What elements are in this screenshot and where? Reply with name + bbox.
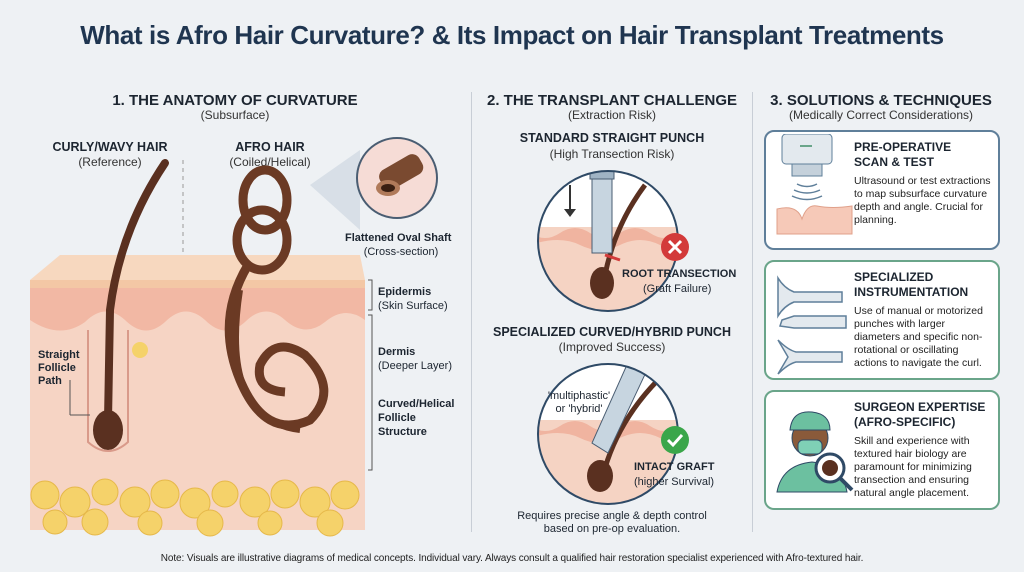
section2-heading: 2. THE TRANSPLANT CHALLENGE xyxy=(486,92,737,109)
fail-x-icon xyxy=(661,233,689,261)
standard-punch-subtitle: (High Transection Risk) xyxy=(549,147,675,161)
disclaimer-note: Note: Visuals are illustrative diagrams … xyxy=(160,553,864,564)
success-check-icon xyxy=(661,426,689,454)
section-divider xyxy=(752,92,753,532)
straight-line1: Straight xyxy=(38,349,80,361)
intact-graft-label: INTACT GRAFT xyxy=(634,461,715,473)
section3-heading: 3. SOLUTIONS & TECHNIQUES xyxy=(770,92,992,109)
intact-graft-sub: (higher Survival) xyxy=(634,476,715,488)
dermis-sub: (Deeper Layer) xyxy=(378,360,452,372)
afro-hair-coil xyxy=(224,165,329,433)
curly-title: CURLY/WAVY HAIR xyxy=(52,140,168,154)
card-title-line1: SPECIALIZED xyxy=(854,270,934,284)
follicle-line1: Curved/Helical xyxy=(378,398,455,410)
specialized-punch-subtitle: (Improved Success) xyxy=(558,340,666,354)
card-title: SURGEON EXPERTISE(AFRO-SPECIFIC) xyxy=(854,400,994,430)
page-title: What is Afro Hair Curvature? & Its Impac… xyxy=(80,20,944,50)
card-description: Ultrasound or test extractions to map su… xyxy=(854,175,991,226)
root-transection-label: ROOT TRANSECTION xyxy=(622,268,737,280)
section1-heading: 1. THE ANATOMY OF CURVATURE xyxy=(112,92,358,109)
shaft-cross-section-icon xyxy=(356,137,438,219)
shaft-subtitle: (Cross-section) xyxy=(363,246,439,258)
footnote-line1: Requires precise angle & depth control xyxy=(517,510,707,522)
curly-subtitle: (Reference) xyxy=(78,155,142,169)
epidermis-sub: (Skin Surface) xyxy=(378,300,448,312)
dermis-label: Dermis xyxy=(378,346,416,358)
straight-line2: Follicle xyxy=(38,362,76,374)
root-transection-sub: (Graft Failure) xyxy=(643,283,712,295)
section1-subheading: (Subsurface) xyxy=(200,108,270,122)
card-title-line2: SCAN & TEST xyxy=(854,155,935,169)
skin-block xyxy=(30,255,365,537)
standard-punch-title: STANDARD STRAIGHT PUNCH xyxy=(519,131,705,145)
anatomy-illustration xyxy=(30,137,438,537)
section3-subheading: (Medically Correct Considerations) xyxy=(788,108,974,122)
section2-subheading: (Extraction Risk) xyxy=(567,108,656,122)
afro-subtitle: (Coiled/Helical) xyxy=(229,155,311,169)
hybrid-punch-illustration xyxy=(537,363,689,505)
straight-punch-illustration xyxy=(537,170,689,312)
section-divider xyxy=(471,92,472,532)
card-title-line2: INSTRUMENTATION xyxy=(854,285,969,299)
straight-hair xyxy=(87,159,169,452)
punch-tools-icon xyxy=(777,275,847,375)
ultrasound-scan-icon xyxy=(776,134,853,235)
follicle-line3: Structure xyxy=(378,426,427,438)
straight-line3: Path xyxy=(38,375,62,387)
footnote-line2: based on pre-op evaluation. xyxy=(543,523,681,535)
shaft-title: Flattened Oval Shaft xyxy=(345,232,452,244)
card-title-line2: (AFRO-SPECIFIC) xyxy=(854,415,956,429)
follicle-line2: Follicle xyxy=(378,412,416,424)
card-surgeon-expertise: SURGEON EXPERTISE(AFRO-SPECIFIC) Skill a… xyxy=(764,390,1000,510)
card-title-line1: SURGEON EXPERTISE xyxy=(854,400,986,414)
card-title-line1: PRE-OPERATIVE xyxy=(854,140,952,154)
card-description: Use of manual or motorized punches with … xyxy=(854,305,983,369)
epidermis-label: Epidermis xyxy=(378,286,432,298)
card-description: Skill and experience with textured hair … xyxy=(854,435,972,499)
hybrid-tag: 'multiphastic'or 'hybrid' xyxy=(544,390,614,416)
afro-title: AFRO HAIR xyxy=(235,140,305,154)
hybrid-tag-line2: or 'hybrid' xyxy=(555,403,603,415)
specialized-punch-title: SPECIALIZED CURVED/HYBRID PUNCH xyxy=(493,325,731,339)
surgeon-magnifier-icon xyxy=(776,411,854,493)
hybrid-tag-line1: 'multiphastic' xyxy=(547,390,611,402)
